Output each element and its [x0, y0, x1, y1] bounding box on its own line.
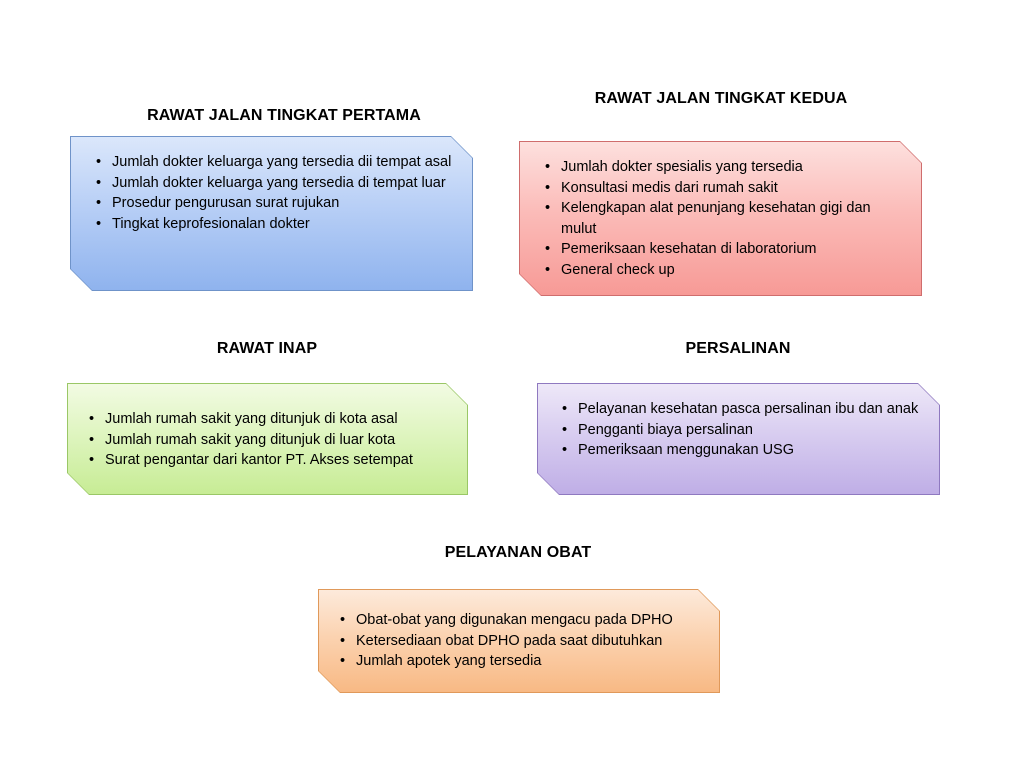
- list-item: Jumlah rumah sakit yang ditunjuk di luar…: [85, 430, 457, 451]
- list-rawat-inap: Jumlah rumah sakit yang ditunjuk di kota…: [85, 409, 457, 471]
- list-item: Jumlah dokter keluarga yang tersedia di …: [92, 173, 454, 194]
- list-item: Konsultasi medis dari rumah sakit: [541, 178, 903, 199]
- heading-rawat-inap: RAWAT INAP: [216, 340, 318, 357]
- heading-rawat-jalan-tingkat-kedua: RAWAT JALAN TINGKAT KEDUA: [594, 90, 848, 107]
- list-item: Prosedur pengurusan surat rujukan: [92, 193, 454, 214]
- list-item: Pemeriksaan menggunakan USG: [558, 440, 920, 461]
- list-item: Pengganti biaya persalinan: [558, 420, 920, 441]
- list-rawat-jalan-tingkat-kedua: Jumlah dokter spesialis yang tersedia Ko…: [541, 157, 903, 280]
- list-item: Jumlah dokter keluarga yang tersedia dii…: [92, 152, 454, 173]
- list-item: Pelayanan kesehatan pasca persalinan ibu…: [558, 399, 920, 420]
- list-rawat-jalan-tingkat-pertama: Jumlah dokter keluarga yang tersedia dii…: [92, 152, 454, 234]
- box-rawat-jalan-tingkat-pertama: Jumlah dokter keluarga yang tersedia dii…: [70, 136, 473, 291]
- list-persalinan: Pelayanan kesehatan pasca persalinan ibu…: [558, 399, 920, 461]
- box-persalinan: Pelayanan kesehatan pasca persalinan ibu…: [537, 383, 940, 495]
- list-item: Kelengkapan alat penunjang kesehatan gig…: [541, 198, 903, 239]
- list-item: Surat pengantar dari kantor PT. Akses se…: [85, 450, 457, 471]
- heading-persalinan: PERSALINAN: [685, 340, 791, 357]
- list-item: Jumlah dokter spesialis yang tersedia: [541, 157, 903, 178]
- list-item: Ketersediaan obat DPHO pada saat dibutuh…: [336, 631, 708, 652]
- list-item: Jumlah apotek yang tersedia: [336, 651, 708, 672]
- list-item: General check up: [541, 260, 903, 281]
- list-item: Pemeriksaan kesehatan di laboratorium: [541, 239, 903, 260]
- box-pelayanan-obat: Obat-obat yang digunakan mengacu pada DP…: [318, 589, 720, 693]
- heading-pelayanan-obat: PELAYANAN OBAT: [444, 544, 592, 561]
- list-pelayanan-obat: Obat-obat yang digunakan mengacu pada DP…: [336, 610, 708, 672]
- heading-rawat-jalan-tingkat-pertama: RAWAT JALAN TINGKAT PERTAMA: [147, 107, 421, 124]
- list-item: Tingkat keprofesionalan dokter: [92, 214, 454, 235]
- box-rawat-jalan-tingkat-kedua: Jumlah dokter spesialis yang tersedia Ko…: [519, 141, 922, 296]
- list-item: Jumlah rumah sakit yang ditunjuk di kota…: [85, 409, 457, 430]
- box-rawat-inap: Jumlah rumah sakit yang ditunjuk di kota…: [67, 383, 468, 495]
- list-item: Obat-obat yang digunakan mengacu pada DP…: [336, 610, 708, 631]
